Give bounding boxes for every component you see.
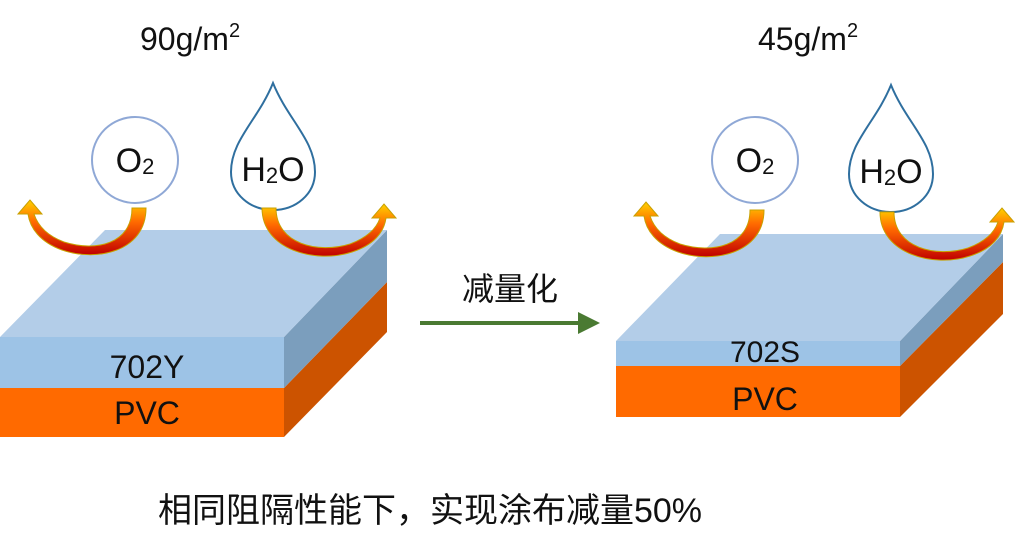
svg-text:O2: O2 xyxy=(116,142,155,180)
transition-arrow-icon xyxy=(578,312,600,334)
left-weight-label: 90g/m2 xyxy=(140,20,240,57)
left-oxygen-circle: O2 xyxy=(91,116,179,204)
right-pvc-side xyxy=(900,262,1003,417)
right-water-drop: H2O xyxy=(847,82,935,214)
left-water-drop: H2O xyxy=(229,80,317,212)
right-water-flow-arrow xyxy=(879,207,1016,261)
caption: 相同阻隔性能下，实现涂布减量50% xyxy=(158,492,702,530)
left-pvc-front xyxy=(0,388,284,437)
right-film-block xyxy=(616,234,1003,417)
right-coating-top xyxy=(616,234,1003,341)
right-pvc-front xyxy=(616,366,900,417)
left-panel: 90g/m2 702Y PVC O2 H2O xyxy=(0,20,398,437)
left-pvc-side xyxy=(284,282,387,437)
left-water-flow-arrow xyxy=(261,203,398,257)
left-coating-top xyxy=(0,230,387,337)
right-panel: 45g/m2 702S PVC O2 H2O xyxy=(616,20,1016,417)
left-oxygen-flow-arrow xyxy=(16,199,147,256)
right-layer-label: 702S xyxy=(730,336,800,369)
left-coating-side xyxy=(284,230,387,388)
right-coating-side xyxy=(900,234,1003,366)
transition: 减量化 xyxy=(420,271,600,334)
left-film-block xyxy=(0,230,387,437)
svg-text:H2O: H2O xyxy=(859,153,922,191)
svg-text:H2O: H2O xyxy=(241,151,304,189)
left-coating-front xyxy=(0,337,284,388)
svg-text:O2: O2 xyxy=(736,142,775,180)
transition-label: 减量化 xyxy=(462,271,558,307)
right-base-label: PVC xyxy=(732,381,798,417)
left-layer-label: 702Y xyxy=(110,349,185,385)
right-coating-front xyxy=(616,341,900,366)
right-oxygen-flow-arrow xyxy=(632,201,765,258)
right-weight-label: 45g/m2 xyxy=(758,20,858,57)
left-base-label: PVC xyxy=(114,395,180,431)
right-oxygen-circle: O2 xyxy=(711,116,799,204)
